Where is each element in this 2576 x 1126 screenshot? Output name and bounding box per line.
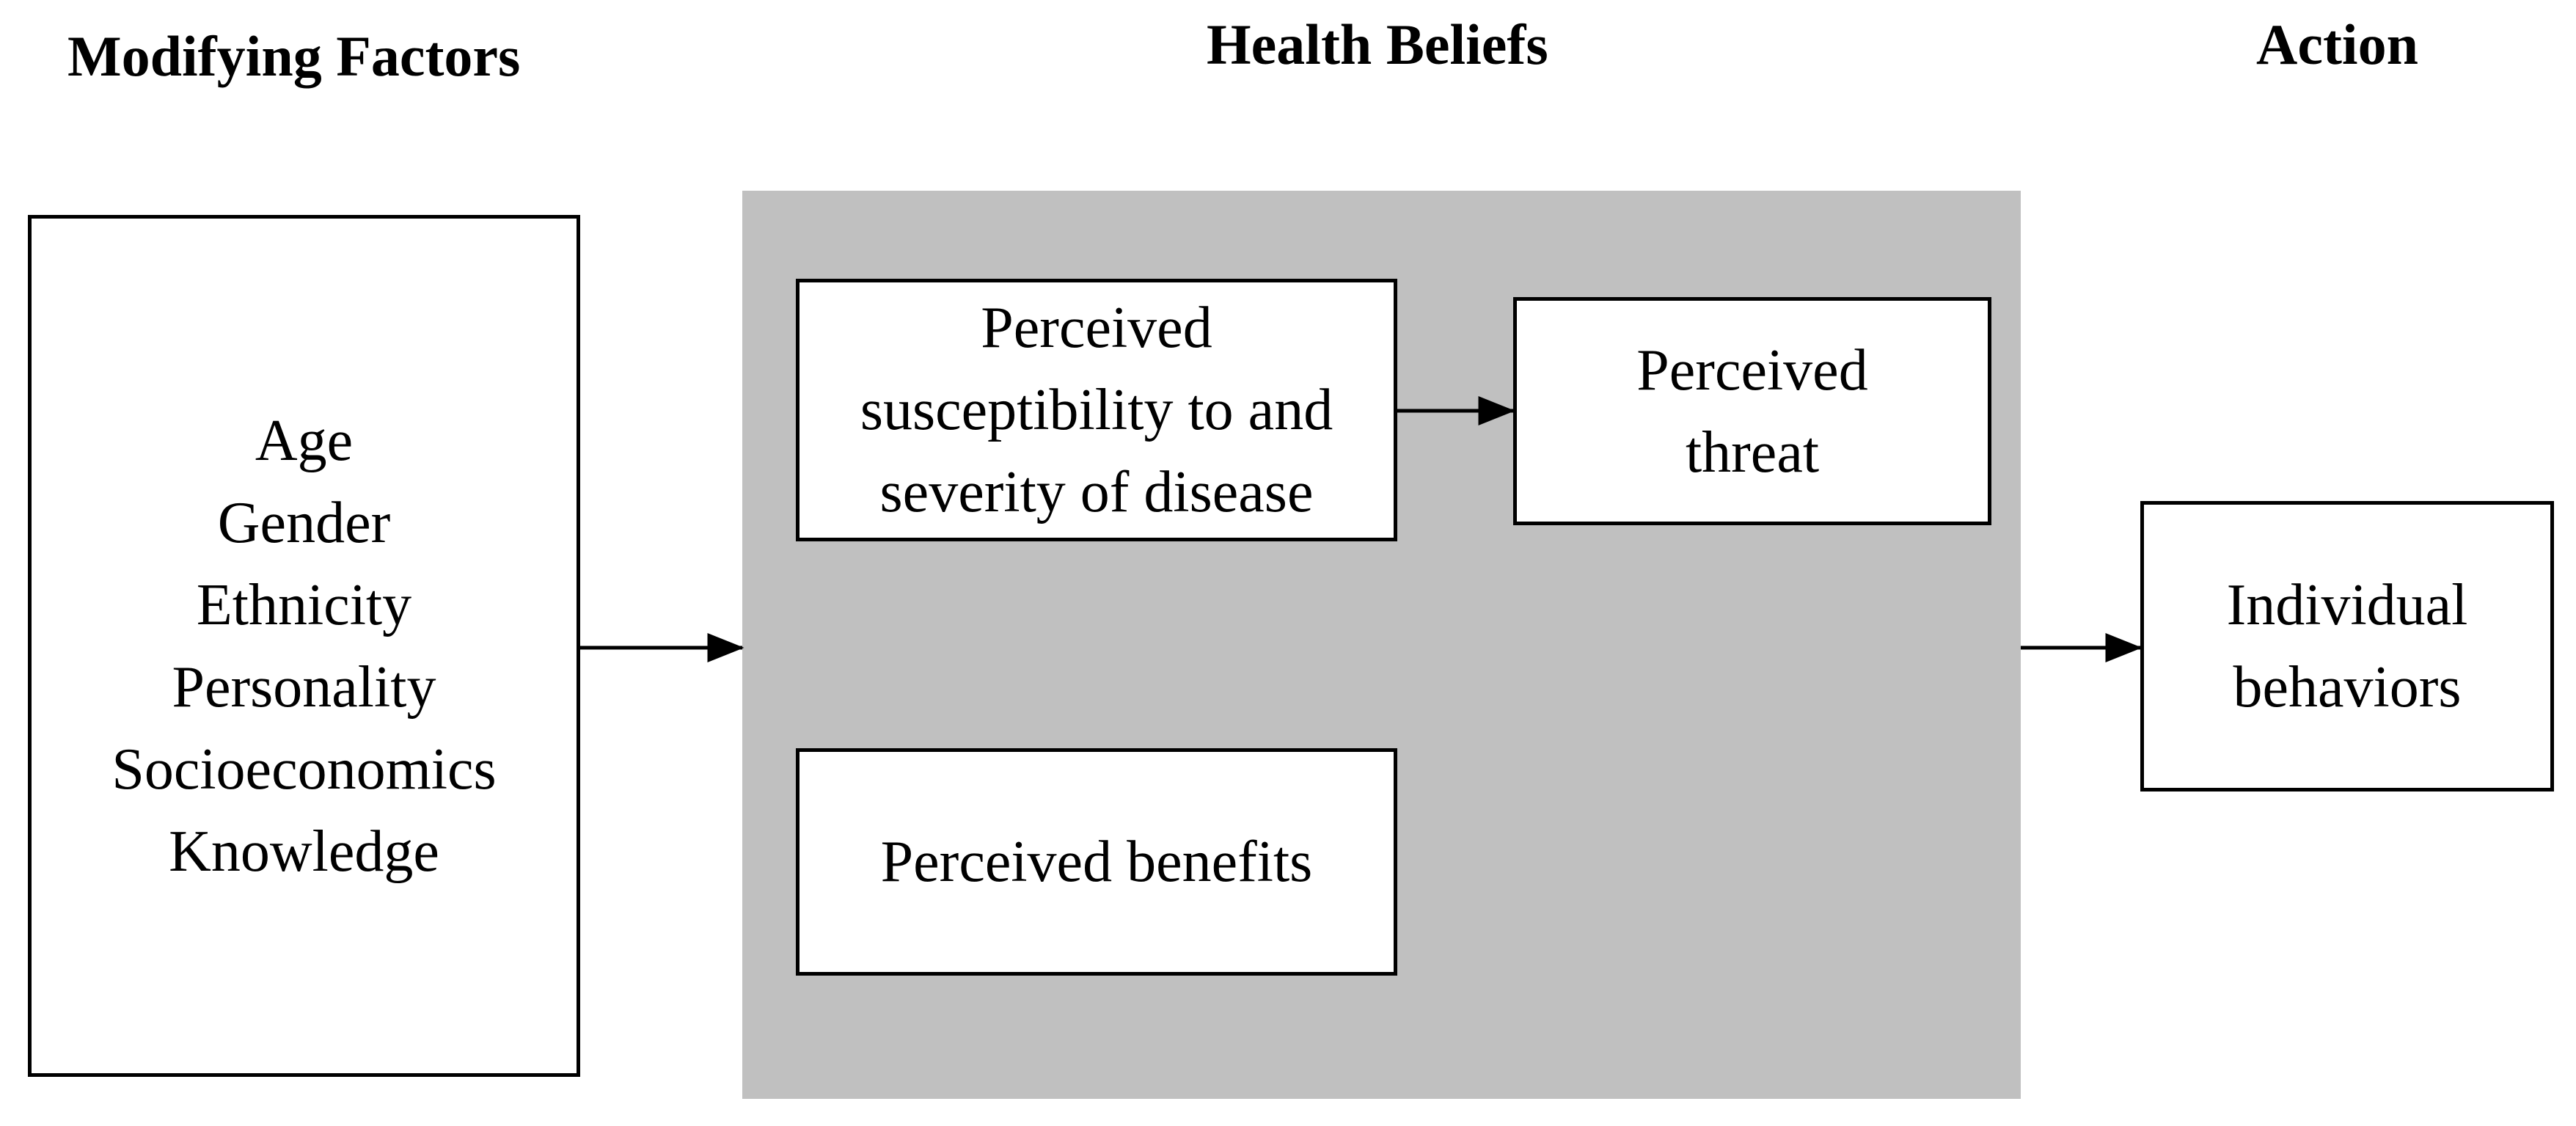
perceived-susceptibility-box: Perceived susceptibility to and severity… [796,279,1397,541]
benefits-line-1: Perceived benefits [880,830,1313,894]
modifying-factors-heading: Modifying Factors [67,24,521,88]
individual-behaviors-box: Individual behaviors [2140,501,2554,792]
action-heading: Action [2256,12,2418,76]
modifying-factors-box: Age Gender Ethnicity Personality Socioec… [28,215,580,1077]
susceptibility-line-2: susceptibility to and [860,378,1333,442]
factor-socioeconomics: Socioeconomics [111,736,497,802]
threat-line-2: threat [1685,420,1820,485]
factor-gender: Gender [217,490,391,555]
action-line-1: Individual [2226,573,2468,637]
susceptibility-line-3: severity of disease [879,460,1314,524]
health-beliefs-heading: Health Beliefs [1207,12,1548,76]
threat-line-1: Perceived [1636,337,1868,403]
perceived-benefits-box: Perceived benefits [796,748,1397,976]
factor-personality: Personality [172,654,436,720]
action-line-2: behaviors [2233,655,2462,720]
perceived-threat-box: Perceived threat [1513,297,1991,525]
factor-age: Age [255,408,354,473]
factor-ethnicity: Ethnicity [196,572,412,637]
susceptibility-line-1: Perceived [981,296,1212,360]
factor-knowledge: Knowledge [169,819,439,884]
